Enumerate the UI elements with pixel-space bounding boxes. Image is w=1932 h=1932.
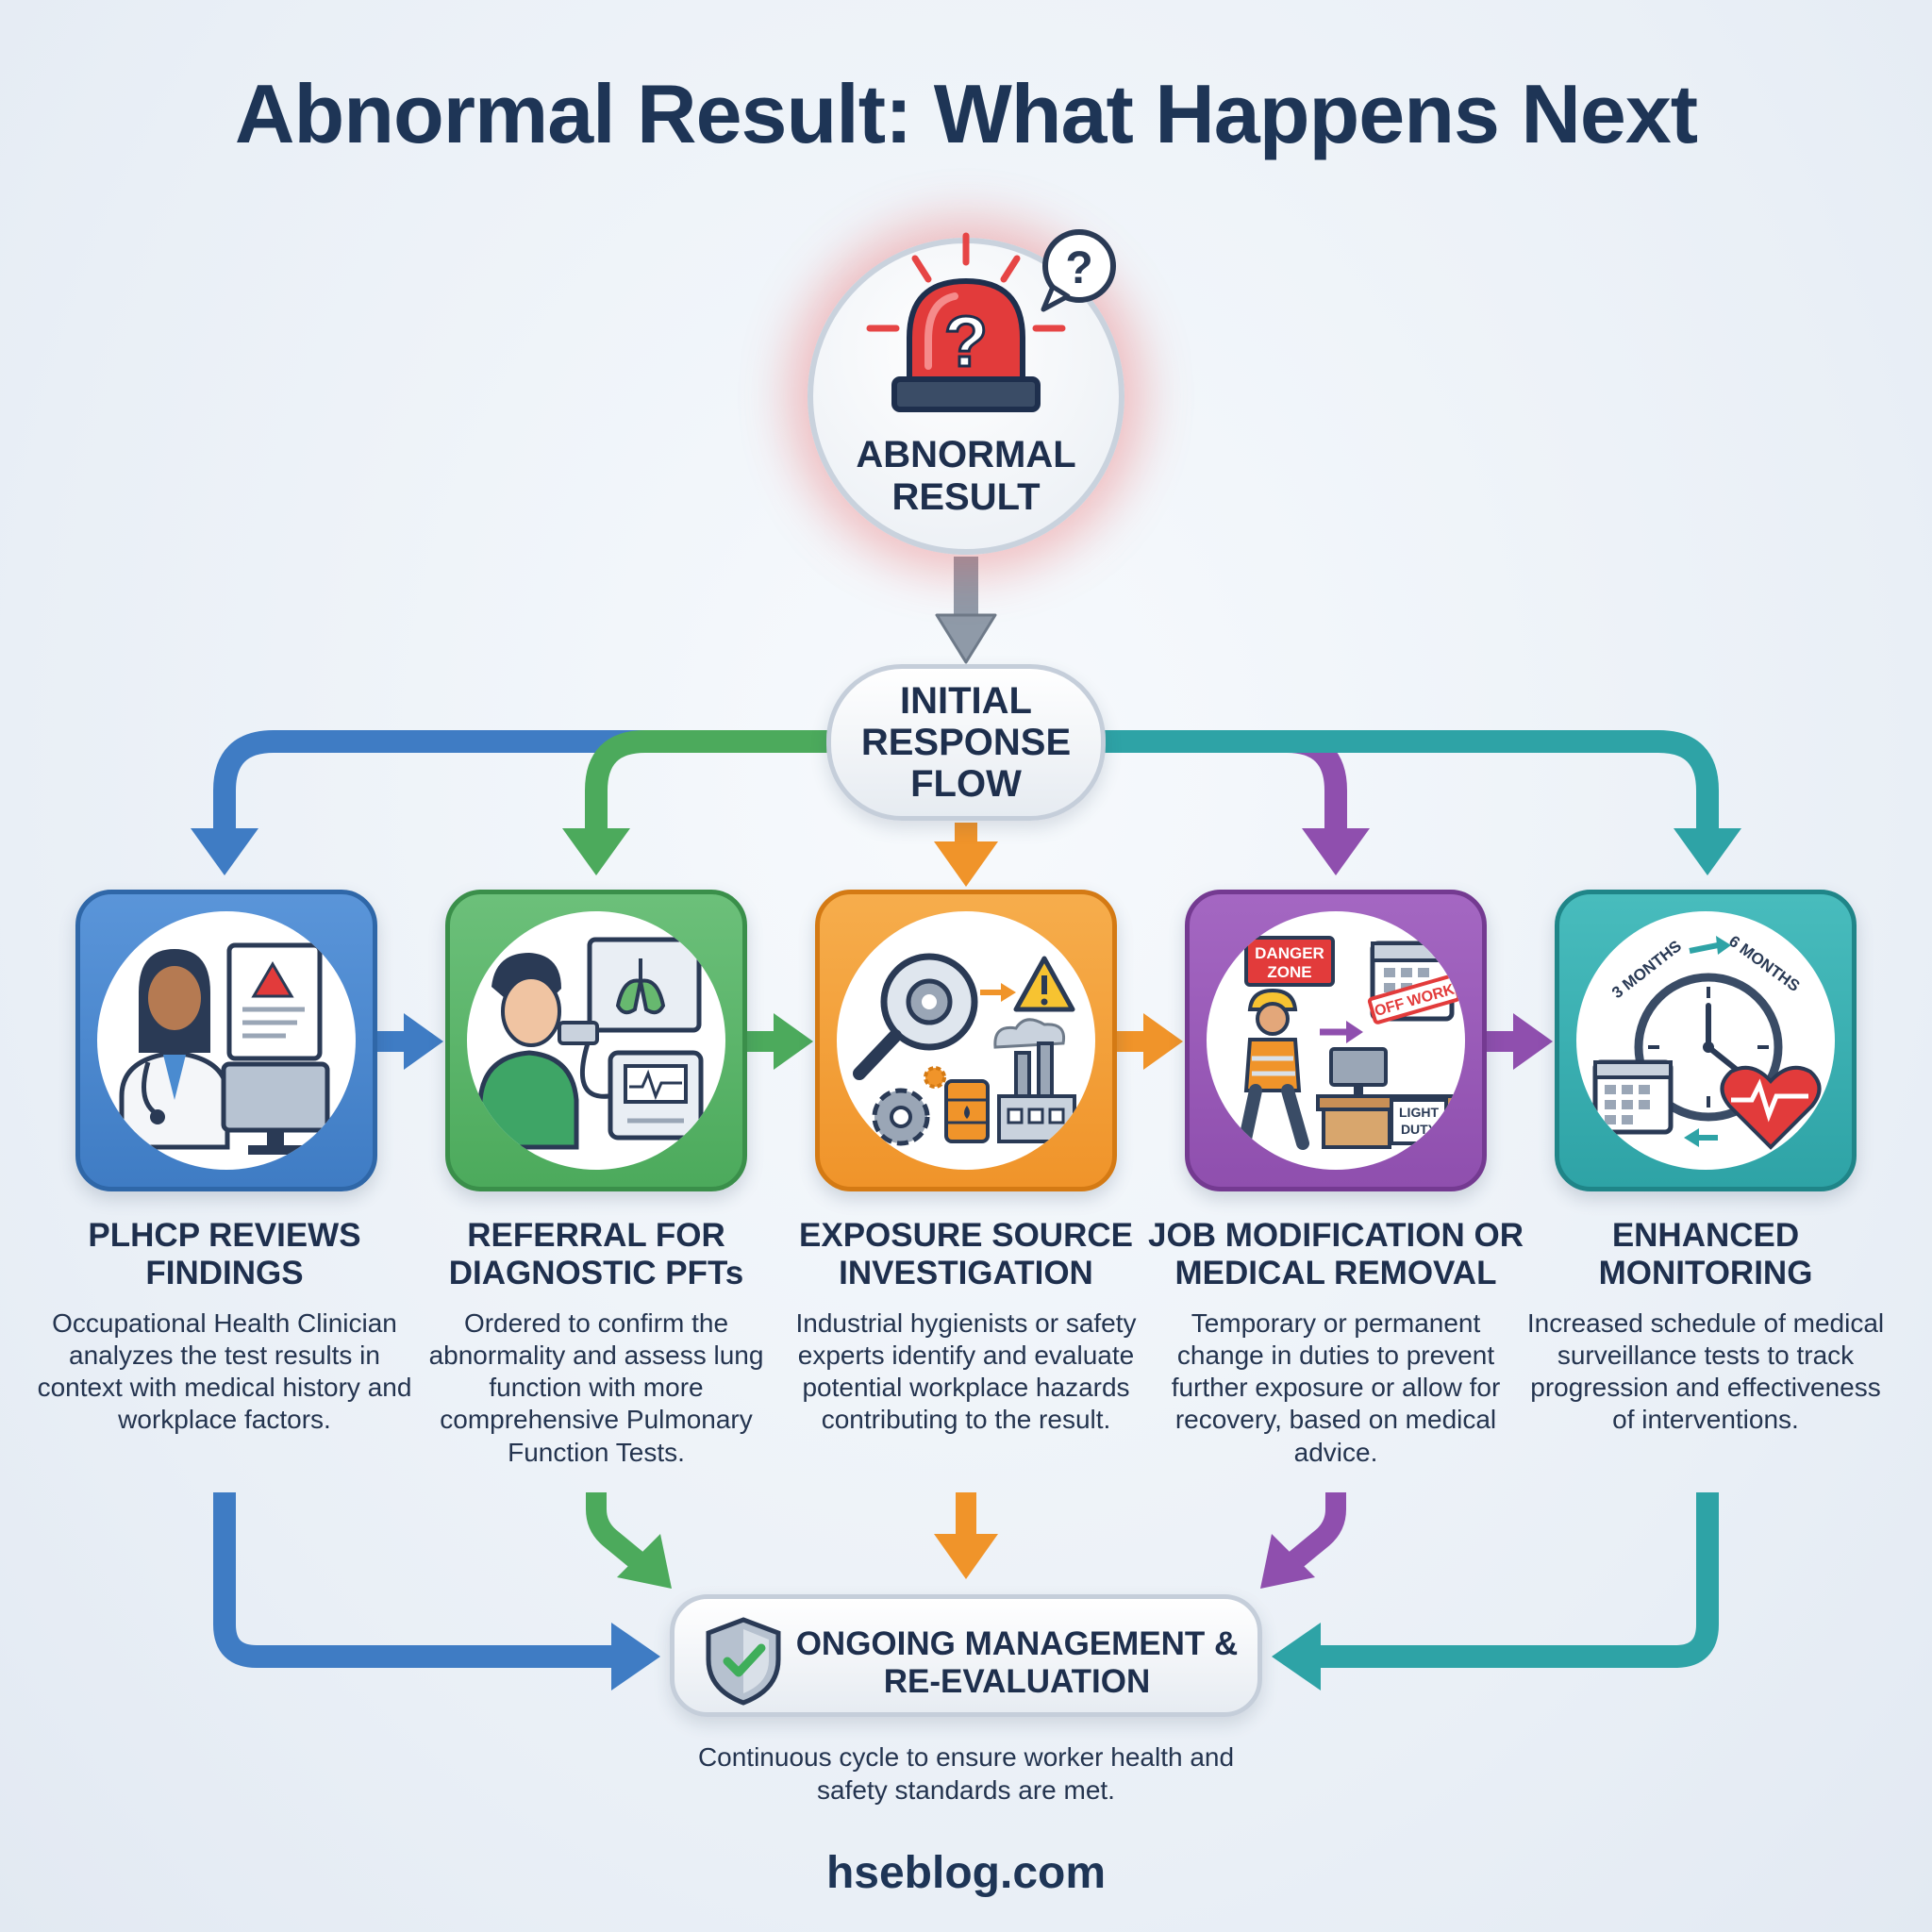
connector-step-1-to-end bbox=[213, 1492, 615, 1668]
step-title-job-modification: JOB MODIFICATION OR MEDICAL REMOVAL bbox=[1148, 1217, 1524, 1292]
step-title-enhanced-monitoring: ENHANCED MONITORING bbox=[1598, 1217, 1813, 1292]
ongoing-management-desc: Continuous cycle to ensure worker health… bbox=[697, 1742, 1235, 1805]
footer-site: hseblog.com bbox=[825, 1848, 1107, 1898]
shield-check-icon bbox=[706, 1617, 781, 1706]
connector-step-5-to-end bbox=[1317, 1492, 1719, 1668]
svg-text:?: ? bbox=[944, 302, 988, 382]
step-card-pft-referral bbox=[445, 890, 747, 1191]
danger-zone-tag: DANGER bbox=[1255, 944, 1324, 962]
step-card-exposure-investigation bbox=[815, 890, 1117, 1191]
page-title: Abnormal Result: What Happens Next bbox=[234, 67, 1698, 160]
connector-step-4-to-end bbox=[1284, 1492, 1346, 1573]
step-title-exposure-investigation: EXPOSURE SOURCE INVESTIGATION bbox=[799, 1217, 1133, 1292]
connector-initial-to-step-1 bbox=[213, 730, 830, 828]
ongoing-management-title: ONGOING MANAGEMENT & RE-EVALUATION bbox=[795, 1625, 1239, 1701]
connector-initial-to-step-5 bbox=[1102, 730, 1719, 828]
step-title-plhcp-review: PLHCP REVIEWS FINDINGS bbox=[88, 1217, 361, 1292]
svg-text:LIGHT: LIGHT bbox=[1399, 1105, 1439, 1120]
monitoring-clock-icon: 3 MONTHS 6 MONTHS bbox=[1576, 911, 1835, 1170]
abnormal-result-label: ABNORMAL RESULT bbox=[856, 434, 1076, 518]
step-desc-pft-referral: Ordered to confirm the abnormality and a… bbox=[428, 1308, 764, 1467]
svg-text:?: ? bbox=[1065, 243, 1092, 293]
clinician-review-icon bbox=[97, 911, 356, 1170]
svg-text:DUTY: DUTY bbox=[1401, 1122, 1438, 1137]
spirometry-icon bbox=[467, 911, 725, 1170]
connector-step-2-to-end bbox=[586, 1492, 648, 1573]
step-card-plhcp-review bbox=[75, 890, 377, 1191]
step-desc-exposure-investigation: Industrial hygienists or safety experts … bbox=[795, 1308, 1137, 1435]
step-desc-job-modification: Temporary or permanent change in duties … bbox=[1171, 1308, 1501, 1467]
step-desc-plhcp-review: Occupational Health Clinician analyzes t… bbox=[37, 1308, 412, 1435]
siren-question-icon: ? ? bbox=[866, 229, 1116, 412]
connector-initial-to-step-2 bbox=[585, 730, 830, 828]
step-title-pft-referral: REFERRAL FOR DIAGNOSTIC PFTs bbox=[448, 1217, 744, 1292]
step-card-enhanced-monitoring: 3 MONTHS 6 MONTHS bbox=[1555, 890, 1857, 1191]
ongoing-management-node: ONGOING MANAGEMENT & RE-EVALUATION bbox=[670, 1594, 1262, 1717]
connector-initial-to-step-4 bbox=[1102, 730, 1347, 828]
initial-response-flow-node: INITIAL RESPONSE FLOW bbox=[826, 664, 1106, 821]
step-desc-enhanced-monitoring: Increased schedule of medical surveillan… bbox=[1526, 1308, 1885, 1435]
hazard-investigation-icon bbox=[837, 911, 1095, 1170]
